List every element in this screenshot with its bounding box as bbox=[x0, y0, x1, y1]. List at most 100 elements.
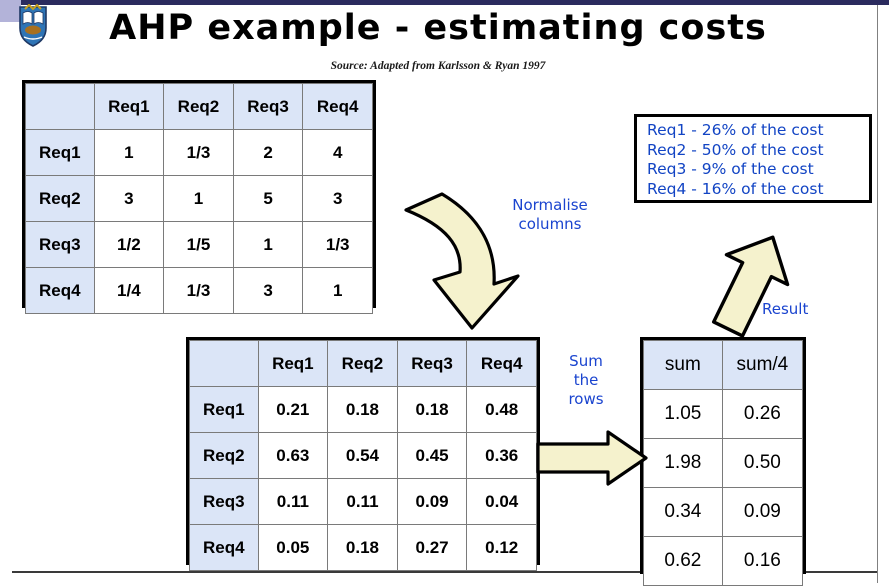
column-header: Req2 bbox=[163, 83, 234, 130]
column-header: Req3 bbox=[396, 340, 468, 387]
column-header: sum bbox=[643, 340, 723, 390]
column-header: Req4 bbox=[302, 83, 373, 130]
annotation-normalise: Normalise columns bbox=[490, 196, 610, 234]
table-corner-cell bbox=[189, 340, 259, 387]
table-cell: 2 bbox=[232, 129, 304, 176]
table-cell: 0.18 bbox=[327, 524, 398, 571]
annotation-line: Sum bbox=[569, 352, 603, 370]
table-cell: 1/4 bbox=[93, 267, 165, 314]
annotation-sum-rows: Sum the rows bbox=[556, 352, 616, 409]
table-row: Req1 0.21 0.18 0.18 0.48 bbox=[189, 386, 537, 433]
row-header: Req3 bbox=[189, 478, 259, 525]
table-cell: 0.18 bbox=[327, 386, 398, 433]
table-cell: 1 bbox=[302, 267, 373, 314]
table-row: Req3 0.11 0.11 0.09 0.04 bbox=[189, 478, 537, 525]
table-cell: 1/5 bbox=[163, 221, 234, 268]
annotation-line: Normalise bbox=[512, 196, 588, 214]
table-cell: 0.04 bbox=[466, 478, 537, 525]
result-line: Req2 - 50% of the cost bbox=[647, 140, 824, 159]
table-row: Req2 3 1 5 3 bbox=[25, 175, 373, 222]
curved-down-arrow bbox=[396, 188, 526, 336]
table-cell: 0.21 bbox=[257, 386, 329, 433]
table-cell: 1 bbox=[232, 221, 304, 268]
pairwise-comparison-table: Req1 Req2 Req3 Req4 Req1 1 1/3 2 4 Req2 … bbox=[22, 80, 376, 314]
top-band bbox=[0, 0, 889, 5]
column-header: sum/4 bbox=[721, 340, 804, 390]
table-cell: 0.34 bbox=[643, 487, 723, 537]
table-cell: 0.62 bbox=[643, 536, 723, 586]
table-cell: 0.09 bbox=[396, 478, 468, 525]
annotation-line: columns bbox=[518, 215, 582, 233]
table-cell: 3 bbox=[232, 267, 304, 314]
table-header-row: Req1 Req2 Req3 Req4 bbox=[25, 83, 373, 130]
table-cell: 0.27 bbox=[396, 524, 468, 571]
table-row: Req4 0.05 0.18 0.27 0.12 bbox=[189, 524, 537, 571]
table-cell: 1.98 bbox=[643, 438, 723, 488]
row-header: Req4 bbox=[25, 267, 95, 314]
table-cell: 0.36 bbox=[466, 432, 537, 479]
table-cell: 0.18 bbox=[396, 386, 468, 433]
table-row: 0.34 0.09 bbox=[643, 487, 804, 537]
column-header: Req4 bbox=[466, 340, 537, 387]
column-header: Req3 bbox=[232, 83, 304, 130]
row-header: Req1 bbox=[189, 386, 259, 433]
table-row: 1.05 0.26 bbox=[643, 389, 804, 439]
table-cell: 0.11 bbox=[257, 478, 329, 525]
table-corner-cell bbox=[25, 83, 95, 130]
result-line: Req4 - 16% of the cost bbox=[647, 179, 824, 198]
table-cell: 1/3 bbox=[163, 129, 234, 176]
row-header: Req3 bbox=[25, 221, 95, 268]
table-cell: 0.12 bbox=[466, 524, 537, 571]
table-cell: 0.11 bbox=[327, 478, 398, 525]
slide-border-right bbox=[877, 5, 878, 583]
table-row: Req1 1 1/3 2 4 bbox=[25, 129, 373, 176]
row-header: Req4 bbox=[189, 524, 259, 571]
table-header-row: sum sum/4 bbox=[643, 340, 804, 390]
row-header: Req2 bbox=[25, 175, 95, 222]
table-header-row: Req1 Req2 Req3 Req4 bbox=[189, 340, 537, 387]
table-row: Req4 1/4 1/3 3 1 bbox=[25, 267, 373, 314]
table-row: Req3 1/2 1/5 1 1/3 bbox=[25, 221, 373, 268]
table-cell: 0.26 bbox=[721, 389, 804, 439]
university-crest-logo bbox=[16, 3, 50, 48]
column-header: Req2 bbox=[327, 340, 398, 387]
right-arrow bbox=[536, 430, 650, 486]
row-sum-table: sum sum/4 1.05 0.26 1.98 0.50 0.34 0.09 … bbox=[640, 337, 806, 586]
table-cell: 0.16 bbox=[721, 536, 804, 586]
table-row: 1.98 0.50 bbox=[643, 438, 804, 488]
table-cell: 0.54 bbox=[327, 432, 398, 479]
column-header: Req1 bbox=[93, 83, 165, 130]
row-header: Req2 bbox=[189, 432, 259, 479]
table-cell: 1 bbox=[93, 129, 165, 176]
table-cell: 0.09 bbox=[721, 487, 804, 537]
table-cell: 0.48 bbox=[466, 386, 537, 433]
table-cell: 1 bbox=[163, 175, 234, 222]
table-cell: 1.05 bbox=[643, 389, 723, 439]
slide-border-bottom bbox=[12, 571, 877, 573]
table-cell: 1/3 bbox=[163, 267, 234, 314]
page-title: AHP example - estimating costs bbox=[109, 8, 767, 48]
table-cell: 1/3 bbox=[302, 221, 373, 268]
table-row: Req2 0.63 0.54 0.45 0.36 bbox=[189, 432, 537, 479]
result-line: Req3 - 9% of the cost bbox=[647, 160, 814, 178]
table-cell: 5 bbox=[232, 175, 304, 222]
table-cell: 0.05 bbox=[257, 524, 329, 571]
row-header: Req1 bbox=[25, 129, 95, 176]
table-cell: 3 bbox=[302, 175, 373, 222]
table-cell: 0.50 bbox=[721, 438, 804, 488]
annotation-line: the bbox=[573, 371, 599, 389]
decorative-square bbox=[0, 0, 21, 22]
annotation-line: rows bbox=[568, 390, 604, 408]
table-cell: 1/2 bbox=[93, 221, 165, 268]
normalised-table: Req1 Req2 Req3 Req4 Req1 0.21 0.18 0.18 … bbox=[186, 337, 540, 571]
cost-result-box: Req1 - 26% of the cost Req2 - 50% of the… bbox=[634, 114, 872, 203]
source-attribution: Source: Adapted from Karlsson & Ryan 199… bbox=[330, 60, 546, 72]
table-row: 0.62 0.16 bbox=[643, 536, 804, 586]
column-header: Req1 bbox=[257, 340, 329, 387]
annotation-result: Result bbox=[762, 300, 809, 318]
table-cell: 0.63 bbox=[257, 432, 329, 479]
table-cell: 4 bbox=[302, 129, 373, 176]
table-cell: 3 bbox=[93, 175, 165, 222]
up-right-arrow bbox=[700, 228, 800, 340]
